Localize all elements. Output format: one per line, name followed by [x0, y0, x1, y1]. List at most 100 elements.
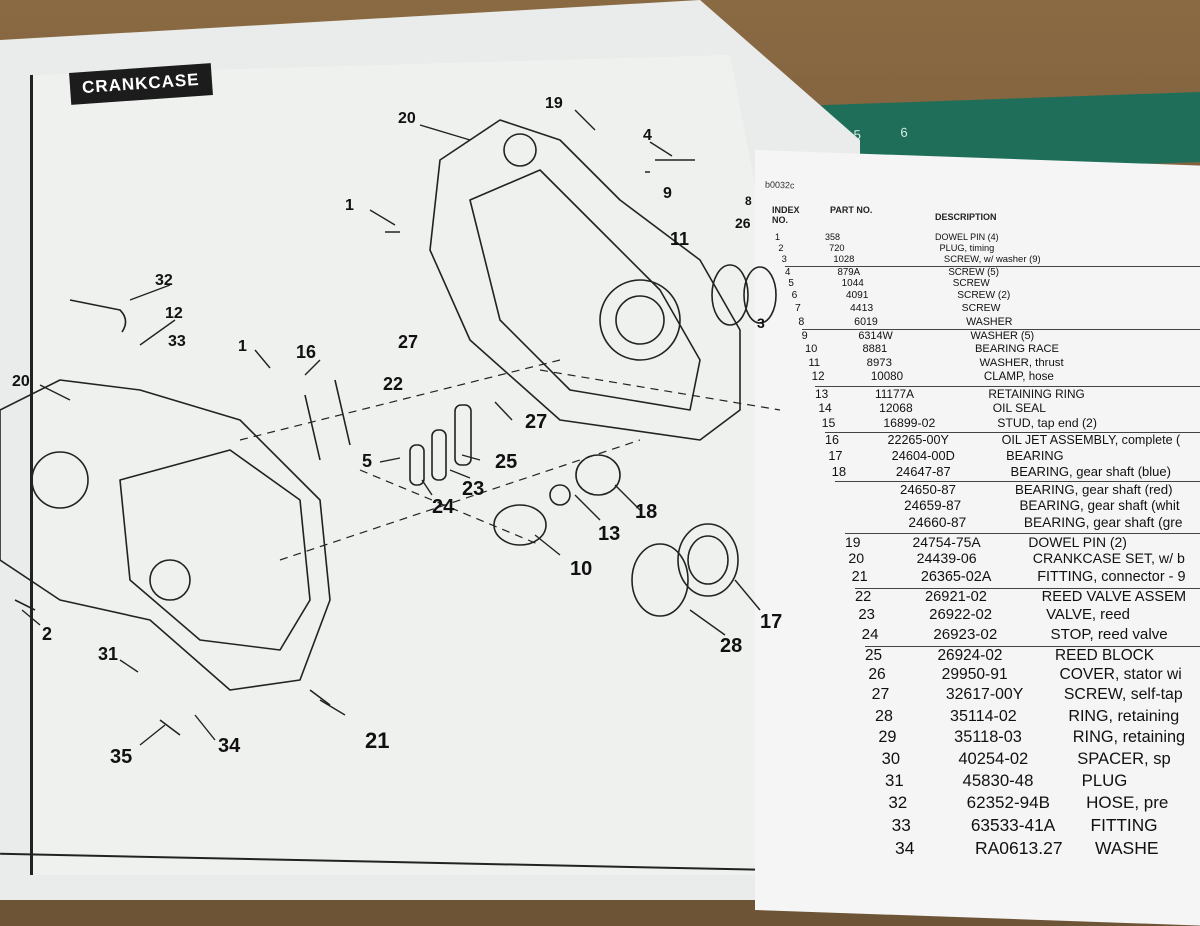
parts-number: 6314W [858, 330, 893, 343]
parts-index: 17 [828, 448, 843, 463]
parts-number: 24660-87 [908, 515, 967, 531]
parts-number: 45830-48 [962, 771, 1034, 790]
callout-25: 25 [495, 451, 517, 473]
parts-description: PLUG, timing [939, 243, 995, 253]
parts-index: 1 [775, 232, 781, 242]
parts-description: BEARING, gear shaft (whit [1019, 498, 1180, 513]
parts-description: DOWEL PIN (4) [935, 232, 999, 242]
callout-33: 33 [168, 333, 186, 350]
parts-number: 4091 [845, 290, 869, 302]
crankcase-left-half [0, 379, 331, 691]
callout-34: 34 [218, 735, 241, 757]
callout-23: 23 [462, 478, 484, 500]
parts-index: 15 [821, 416, 836, 431]
callout-1-left: 1 [238, 338, 247, 355]
parts-description: SPACER, sp [1077, 749, 1171, 769]
parts-number: 24650-87 [900, 482, 956, 497]
parts-number: 24647-87 [895, 464, 951, 480]
callout-labels: 1 2 4 5 8 9 10 11 12 13 16 17 18 19 20 2… [12, 95, 782, 768]
callout-17: 17 [760, 611, 782, 633]
parts-number: 8973 [866, 357, 892, 369]
parts-number: 1028 [833, 254, 855, 266]
figure-code: b0032c [764, 179, 795, 191]
parts-description: SCREW (2) [957, 290, 1011, 302]
parts-index: 9 [801, 330, 808, 343]
parts-number: 26922-02 [929, 607, 993, 623]
callout-32: 32 [155, 272, 173, 289]
callout-2: 2 [42, 624, 52, 644]
parts-description: HOSE, pre [1086, 793, 1169, 812]
parts-index: 21 [851, 569, 868, 586]
callout-8: 8 [745, 194, 752, 208]
parts-number: RA0613.27 [975, 838, 1063, 858]
parts-description: WASHER, thrust [979, 357, 1064, 369]
parts-description: RETAINING RING [988, 387, 1085, 401]
parts-description: WASHER (5) [970, 330, 1035, 343]
callout-26: 26 [735, 215, 751, 231]
parts-description: STOP, reed valve [1050, 626, 1168, 644]
parts-description: CLAMP, hose [983, 371, 1054, 384]
callout-35: 35 [110, 746, 132, 768]
parts-number: 32617-00Y [945, 686, 1024, 704]
parts-description: SCREW [952, 278, 990, 289]
parts-description: OIL SEAL [992, 401, 1046, 415]
parts-description: WASHE [1095, 838, 1159, 858]
parts-number: 12068 [879, 401, 913, 415]
parts-number: 29950-91 [941, 666, 1008, 683]
parts-description: FITTING [1090, 815, 1158, 836]
parts-number: 63533-41A [970, 815, 1056, 836]
crankcase-right-half [429, 119, 741, 441]
parts-number: 24439-06 [916, 551, 977, 567]
parts-description: BEARING, gear shaft (blue) [1010, 464, 1171, 480]
parts-number: 4413 [850, 303, 874, 314]
parts-description: OIL JET ASSEMBLY, complete ( [1001, 433, 1181, 447]
parts-index: 2 [778, 243, 784, 253]
parts-number: 720 [829, 243, 845, 253]
callout-31: 31 [98, 644, 118, 664]
parts-index: 5 [788, 278, 794, 289]
parts-index: 30 [881, 749, 901, 769]
parts-row: 1 358 DOWEL PIN (4) [775, 232, 1200, 243]
callout-16: 16 [296, 342, 316, 362]
parts-index: 31 [885, 771, 904, 790]
parts-number: 22265-00Y [887, 433, 949, 447]
parts-index: 25 [865, 647, 883, 664]
callout-19: 19 [545, 95, 563, 112]
parts-number: 24754-75A [912, 534, 981, 550]
parts-description: SCREW, w/ washer (9) [943, 254, 1041, 266]
parts-description: REED VALVE ASSEM [1041, 589, 1187, 605]
parts-index: 8 [798, 316, 805, 328]
parts-number: 358 [825, 232, 841, 242]
callout-28: 28 [720, 635, 742, 657]
parts-index: 3 [781, 254, 787, 266]
parts-description: WASHER [966, 316, 1013, 328]
parts-index: 12 [811, 371, 825, 384]
parts-description: FITTING, connector - 9 [1037, 569, 1186, 586]
header-index: INDEX NO. [772, 205, 800, 225]
parts-number: 26924-02 [937, 647, 1003, 664]
parts-index: 4 [785, 267, 791, 278]
parts-index: 22 [855, 589, 872, 605]
header-description: DESCRIPTION [935, 212, 997, 222]
parts-index: 14 [818, 401, 832, 415]
parts-index: 28 [875, 707, 893, 725]
callout-22: 22 [383, 374, 403, 394]
parts-index: 10 [805, 343, 818, 355]
parts-index: 11 [808, 357, 821, 369]
parts-index: 23 [858, 607, 875, 623]
callout-20-left: 20 [12, 373, 30, 390]
